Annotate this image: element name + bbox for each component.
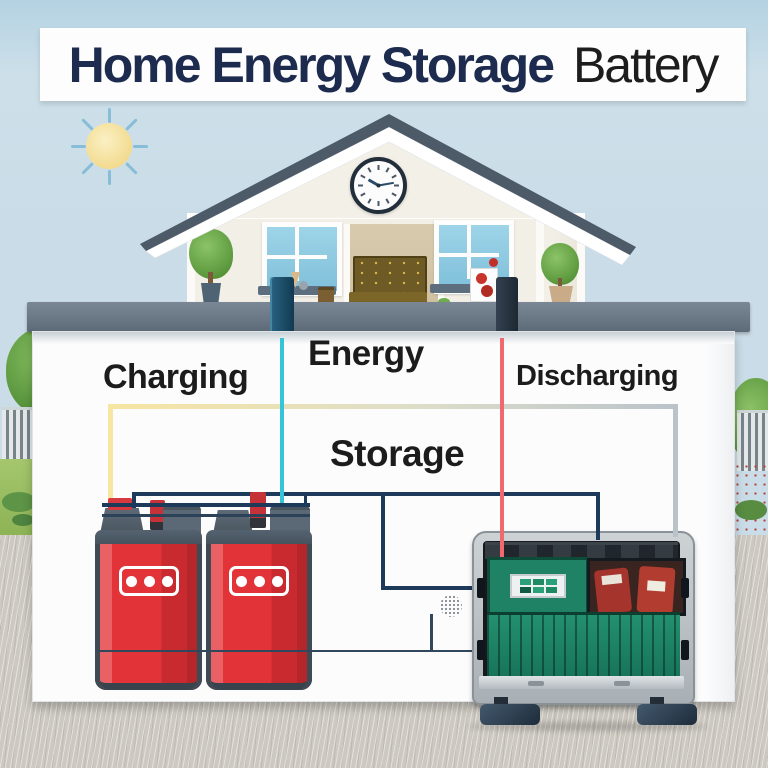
bus-wire-drop <box>381 492 385 590</box>
window-right-sill <box>430 284 508 293</box>
potted-tree-right-pot <box>549 286 573 306</box>
base-slot-right <box>614 681 630 686</box>
gray-ball <box>299 281 308 290</box>
flower-red-2 <box>481 285 493 297</box>
diagram-label-discharging: Discharging <box>516 360 679 392</box>
unit-foot-tab-right <box>650 697 664 707</box>
unit-foot-right <box>637 704 697 725</box>
battery-cell-red-2 <box>636 565 676 613</box>
storage-unit-ribbed-panel <box>487 612 680 681</box>
thin-wire-elbow-horizontal <box>430 650 475 652</box>
charging-wire-left-leg <box>108 404 113 507</box>
cell-label <box>601 574 623 586</box>
wire-junction-speckle <box>440 595 462 617</box>
storage-unit-connectors <box>485 542 678 559</box>
unit-latch-left-upper <box>477 578 485 598</box>
basket <box>318 287 334 305</box>
plate-dot <box>143 575 155 587</box>
bus-wire-left-leg <box>132 492 136 510</box>
flower-red <box>476 273 487 284</box>
panel-top-shading <box>33 332 734 344</box>
fence-left <box>2 407 32 466</box>
plate-dot <box>125 575 137 587</box>
inverter-box <box>270 277 294 339</box>
title-secondary: Battery <box>572 36 719 93</box>
title-banner: Home Energy Storage Battery <box>40 28 746 101</box>
unit-latch-left-lower <box>477 640 485 660</box>
battery-tank-2-label-plate <box>229 566 289 596</box>
storage-unit-control-panel <box>487 557 589 615</box>
clock-icon <box>350 157 407 214</box>
fence-right <box>737 410 768 471</box>
bus-wire-mid-leg <box>304 492 307 510</box>
diagram-label-energy: Energy <box>308 334 424 373</box>
thin-wire-elbow-vertical <box>430 614 433 652</box>
title-main: Home Energy Storage <box>68 36 555 93</box>
battery-tank-1-label-plate <box>119 566 179 596</box>
display-cell <box>545 579 557 585</box>
bus-wire-drop-horizontal <box>381 586 475 590</box>
unit-foot-tab-left <box>494 697 508 707</box>
unit-latch-right-lower <box>681 640 689 660</box>
bus-wire-top <box>132 492 600 496</box>
meter-box <box>496 277 518 339</box>
display-cell <box>532 587 544 593</box>
bush-left <box>2 492 36 512</box>
discharging-wire-red <box>500 338 504 557</box>
ice-cream-cone <box>291 272 300 288</box>
window-mullion-h <box>267 255 327 259</box>
storage-unit-cell-window <box>587 558 686 616</box>
battery-tank-1-cap-left <box>100 508 144 534</box>
sun-icon <box>70 108 148 185</box>
window-mullion-h <box>439 253 499 257</box>
potted-tree-left-trunk <box>208 272 213 286</box>
control-display <box>510 574 566 598</box>
plate-dot <box>235 575 247 587</box>
battery-cell-red-1 <box>593 567 633 613</box>
cell-label <box>646 580 666 592</box>
base-slot-left <box>528 681 544 686</box>
bush-left-small <box>12 514 34 526</box>
display-cell <box>519 587 531 593</box>
battery-tank-2-shoulder <box>206 530 312 548</box>
battery-tank-2-valve <box>250 492 266 528</box>
clock-face <box>358 165 399 206</box>
battery-bus-bar-lower <box>102 514 310 517</box>
house-corner-trim-right <box>577 217 585 310</box>
charging-wire-top <box>108 404 678 409</box>
storage-unit-base-bar <box>479 676 684 689</box>
sun-disc <box>86 123 132 169</box>
return-wire-right-leg <box>673 404 678 537</box>
window-mullion-v <box>467 225 471 279</box>
potted-tree-right-trunk <box>558 278 562 288</box>
flower-board <box>470 268 498 302</box>
display-cell <box>519 579 531 585</box>
plate-dot <box>271 575 283 587</box>
unit-foot-left <box>480 704 540 725</box>
plate-dot <box>253 575 265 587</box>
unit-shadow <box>468 722 708 731</box>
battery-tank-1-shoulder <box>95 530 202 548</box>
display-cell <box>545 587 557 593</box>
diagram-label-charging: Charging <box>103 358 249 396</box>
potted-tree-left-pot <box>201 283 221 307</box>
window-mullion-v <box>295 227 299 281</box>
diagram-label-storage: Storage <box>330 433 465 474</box>
thin-wire-horizontal <box>98 650 432 652</box>
red-ball <box>489 258 498 267</box>
window-left-sill <box>258 286 336 295</box>
plate-dot <box>161 575 173 587</box>
porch-divider-trim <box>536 217 544 310</box>
display-cell <box>532 579 544 585</box>
energy-wire-cyan <box>280 338 284 508</box>
battery-bus-bar-upper <box>102 503 310 507</box>
bush-right <box>735 500 767 520</box>
unit-latch-right-upper <box>681 578 689 598</box>
bus-wire-right-leg <box>596 492 600 540</box>
ground-slab <box>27 302 750 332</box>
page-title: Home Energy Storage Battery <box>68 36 720 94</box>
